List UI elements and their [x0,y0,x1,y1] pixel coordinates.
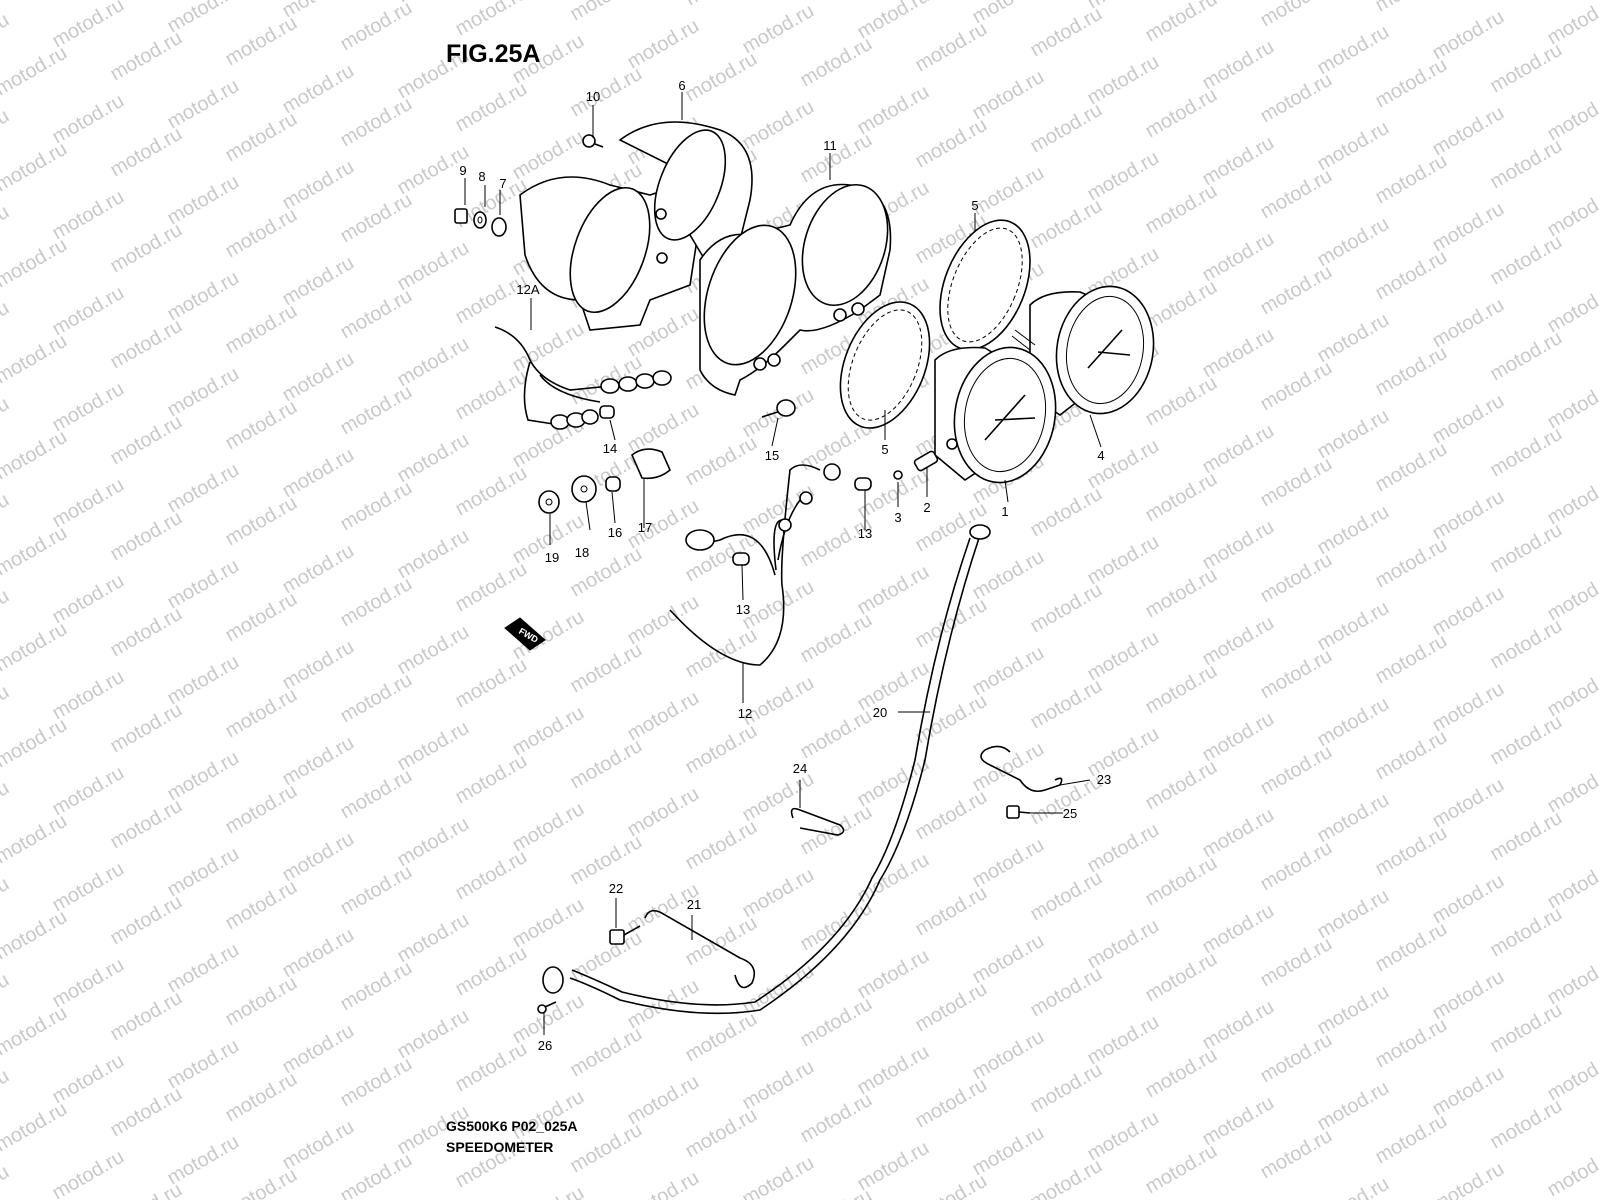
part-13-lamp-b [732,552,750,566]
callout-2: 2 [923,500,930,515]
part-20-speedometer-cable [542,524,991,1015]
part-1-speedometer [934,346,1057,484]
callout-20: 20 [873,705,887,720]
part-5-cushion-ring-lower [839,301,931,429]
callout-24: 24 [793,761,807,776]
callout-15: 15 [765,448,779,463]
callout-12: 12 [738,706,752,721]
figure-title: FIG.25A [446,40,541,68]
callout-26: 26 [538,1038,552,1053]
part-7-grommet [491,217,507,237]
part-21-cable-clamp [644,909,756,989]
callout-21: 21 [687,897,701,912]
callout-7: 7 [499,176,506,191]
forward-direction-badge: FWD [504,617,546,651]
part-10-screw [582,134,604,148]
callout-23: 23 [1097,772,1111,787]
callout-numbers: 1 2 3 4 5 5 6 7 8 9 10 11 12 12A 13 13 1… [459,78,1111,1053]
part-25-bolt [1006,805,1031,819]
part-26-screw [537,1001,557,1014]
callout-4: 4 [1097,448,1104,463]
callout-5-lower: 5 [881,442,888,457]
part-13-lamp-a [854,477,872,491]
part-23-spring [980,745,1063,793]
part-6-meter-case [519,121,753,331]
callout-17: 17 [638,520,652,535]
callout-8: 8 [478,169,485,184]
part-2-bulb-holder [913,450,939,472]
callout-6: 6 [678,78,685,93]
part-24-cable-guide [790,807,845,836]
part-17-socket [631,448,671,480]
callout-1: 1 [1001,504,1008,519]
part-3-screw [893,470,903,480]
callout-3: 3 [894,510,901,525]
callout-5-upper: 5 [971,198,978,213]
callout-12a: 12A [516,282,539,297]
part-15-screw [761,399,796,418]
part-19-nut [538,490,560,514]
callout-10: 10 [586,89,600,104]
part-18-washer [571,475,597,503]
callout-11: 11 [823,138,837,153]
callout-18: 18 [575,545,589,560]
part-12-wiring-harness [669,463,841,666]
part-22-bolt [609,925,641,945]
callout-leaders [464,92,1102,1035]
callout-9: 9 [459,163,466,178]
callout-22: 22 [609,881,623,896]
part-8-washer [473,211,487,229]
part-12a-lead-wire [494,326,672,430]
callout-13-upper: 13 [858,526,872,541]
part-11-meter-panel [699,183,892,396]
callout-25: 25 [1063,806,1077,821]
part-9-nut [454,208,468,224]
model-code: GS500K6 P02_025A [446,1118,578,1134]
callout-14: 14 [603,441,617,456]
part-16-bulb [605,476,621,492]
callout-13-lower: 13 [736,602,750,617]
section-name: SPEEDOMETER [446,1139,554,1155]
callout-16: 16 [608,525,622,540]
part-5-cushion-ring-upper [939,219,1031,351]
callout-19: 19 [545,550,559,565]
